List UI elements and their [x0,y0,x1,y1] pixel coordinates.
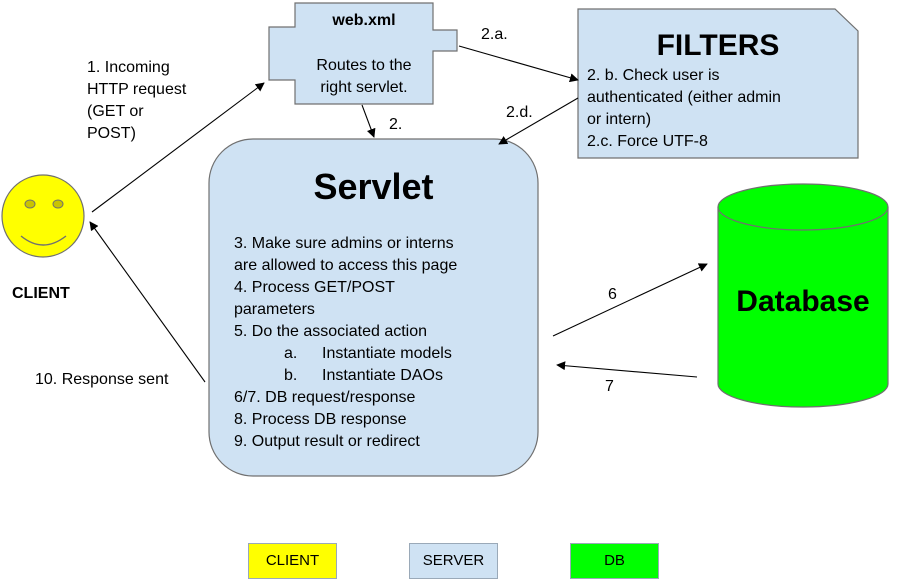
filters-description: 2. b. Check user is authenticated (eithe… [587,65,781,153]
filters-shape [577,8,859,159]
webxml-line: right servlet. [320,79,408,96]
filters-line: 2.c. Force UTF-8 [587,133,708,150]
legend-client: CLIENT [248,543,337,579]
servlet-step-line: 5. Do the associated action [234,323,428,340]
servlet-shape [208,138,539,477]
legend-db: DB [570,543,659,579]
client-mouth [20,235,67,246]
edge-db-to-servlet [556,361,698,378]
servlet-title: Servlet [313,166,434,207]
servlet-step-line: 4. Process GET/POST [234,279,395,296]
servlet-step-line: 9. Output result or redirect [234,433,420,450]
webxml-title: web.xml [332,12,396,29]
incoming-request-label: 1. Incoming HTTP request (GET or POST) [87,57,186,145]
step-2d-label: 2.d. [506,104,533,121]
edge-client-to-webxml [91,82,265,213]
servlet-step-line: are allowed to access this page [234,257,458,274]
legend-server: SERVER [409,543,498,579]
client-label: CLIENT [12,285,70,302]
database-top [717,183,889,231]
filters-line: authenticated (either admin [587,89,781,106]
webxml-shape [268,2,458,105]
database-title: Database [736,285,870,318]
servlet-step-line: 6/7. DB request/response [234,389,416,406]
webxml-line: Routes to the [316,57,412,74]
subitem-marker: b. [284,367,298,384]
subitem-text: Instantiate DAOs [322,367,443,384]
edge-servlet-to-client [89,221,206,383]
incoming-line: (GET or [87,103,144,120]
client-left-eye [24,199,36,209]
client-right-eye [52,199,64,209]
subitem-marker: a. [284,345,298,362]
client-smiley-icon [1,174,85,258]
incoming-line: HTTP request [87,81,187,98]
filters-line: 2. b. Check user is [587,67,720,84]
response-sent-label: 10. Response sent [35,371,169,388]
database-cylinder-icon [717,183,889,408]
webxml-description: Routes to the right servlet. [290,55,438,99]
step-2a-label: 2.a. [481,26,508,43]
step-6-label: 6 [608,286,617,303]
step-2-label: 2. [389,116,403,133]
servlet-steps: 3. Make sure admins or interns are allow… [234,233,457,453]
servlet-step-line: 3. Make sure admins or interns [234,235,454,252]
servlet-subitem: b. Instantiate DAOs [234,365,457,387]
database-body [717,207,889,408]
incoming-line: 1. Incoming [87,59,170,76]
subitem-text: Instantiate models [322,345,452,362]
filters-line: or intern) [587,111,652,128]
filters-title: FILTERS [656,29,780,62]
incoming-line: POST) [87,125,136,142]
edge-filters-to-servlet [498,97,579,145]
servlet-step-line: parameters [234,301,315,318]
servlet-subitem: a. Instantiate models [234,343,457,365]
step-7-label: 7 [605,378,614,395]
edge-webxml-to-servlet [361,104,376,138]
servlet-step-line: 8. Process DB response [234,411,407,428]
edge-servlet-to-db [552,263,708,337]
edge-webxml-to-filters [458,45,579,83]
